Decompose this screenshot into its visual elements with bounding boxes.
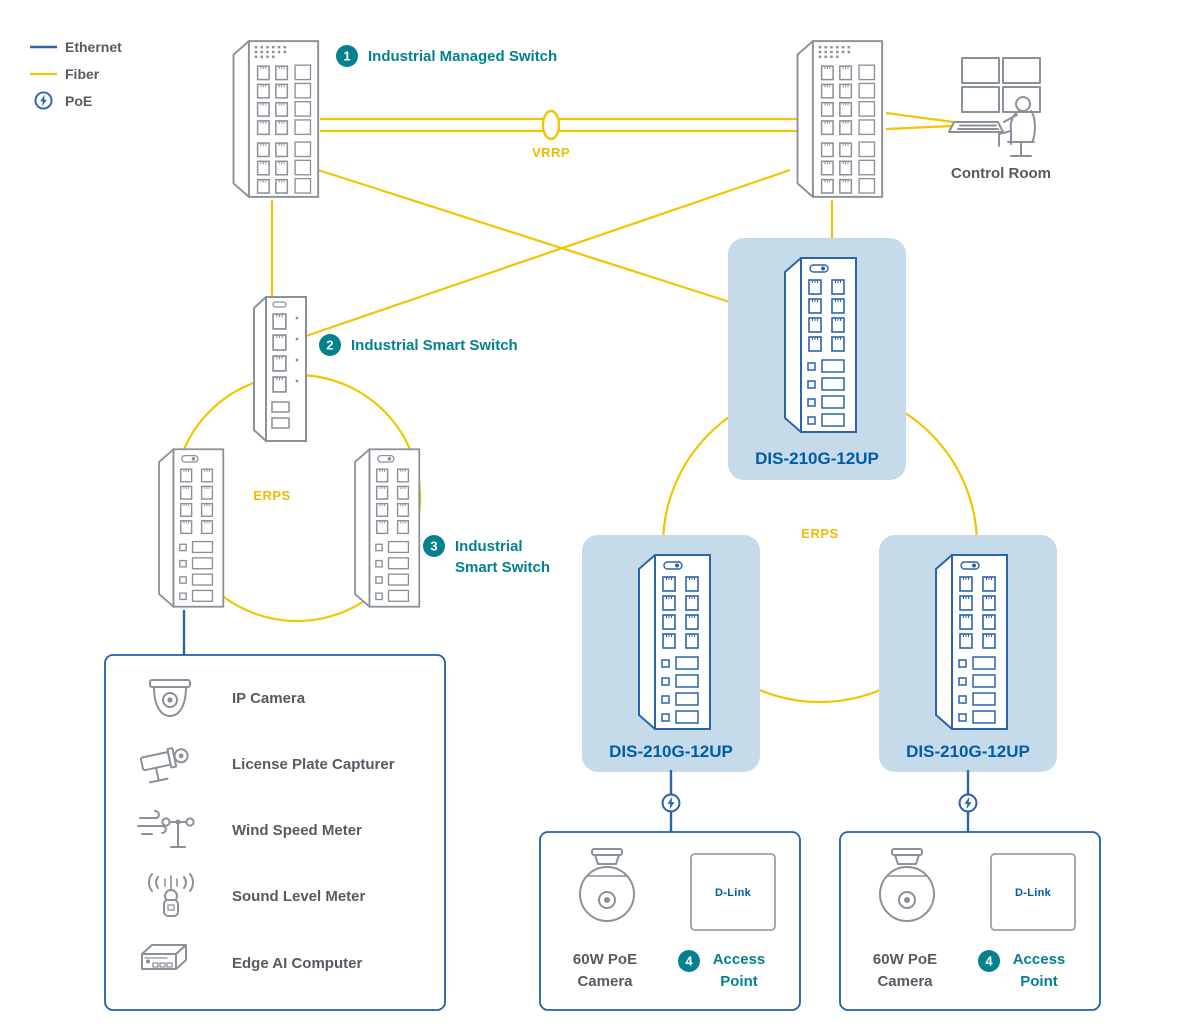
sound-level-meter-icon bbox=[148, 873, 194, 917]
access-point-icon bbox=[690, 853, 776, 931]
access-point-label-line1: Access bbox=[713, 951, 766, 968]
access-point-icon bbox=[990, 853, 1076, 931]
callout-number-4: 4 bbox=[685, 954, 693, 969]
erps-right-label: ERPS bbox=[801, 526, 838, 541]
poe-camera-label-line2: Camera bbox=[577, 973, 633, 990]
wind-speed-meter-icon bbox=[137, 810, 195, 848]
poe-icon-left-link bbox=[661, 793, 681, 813]
poe-icon-right-link bbox=[958, 793, 978, 813]
monitor-icon bbox=[961, 57, 1000, 84]
smart-switch-2-label-line1: Industrial bbox=[455, 538, 523, 555]
poe-icon bbox=[34, 91, 53, 110]
poe-camera-label-line1: 60W PoE bbox=[573, 951, 637, 968]
dis-switch-bottom-left-label: DIS-210G-12UP bbox=[609, 742, 733, 761]
legend-poe-label: PoE bbox=[65, 93, 92, 109]
poe-camera-label-line2: Camera bbox=[877, 973, 933, 990]
operator-icon bbox=[998, 96, 1036, 157]
legend-fiber-label: Fiber bbox=[65, 66, 100, 82]
keyboard-keys bbox=[957, 124, 999, 130]
legend: Ethernet Fiber PoE bbox=[30, 39, 122, 110]
device-panel bbox=[104, 654, 446, 1011]
smart-switch-label: Industrial Smart Switch bbox=[351, 337, 518, 354]
poe-camera-label-line1: 60W PoE bbox=[873, 951, 937, 968]
keyboard-icon bbox=[948, 121, 1004, 133]
edge-ai-computer-icon bbox=[141, 944, 187, 970]
access-point-brand: D-Link bbox=[715, 887, 752, 899]
fiber-link-cross-1 bbox=[317, 168, 737, 306]
vrrp-label: VRRP bbox=[532, 145, 570, 160]
monitor-icon bbox=[961, 86, 1000, 113]
industrial-smart-switch-left bbox=[159, 449, 223, 606]
device-label-edge-ai-computer: Edge AI Computer bbox=[232, 955, 362, 972]
access-point-label-line1: Access bbox=[1013, 951, 1066, 968]
industrial-managed-switch-right bbox=[798, 41, 883, 197]
industrial-managed-switch-left bbox=[234, 41, 319, 197]
dis-switch-bottom-left bbox=[639, 555, 710, 729]
callout-number-2: 2 bbox=[326, 338, 333, 353]
smart-switch-2-label-line2: Smart Switch bbox=[455, 559, 550, 576]
dis-switch-top-label: DIS-210G-12UP bbox=[755, 449, 879, 468]
managed-switch-label: Industrial Managed Switch bbox=[368, 48, 557, 65]
callout-badge-2 bbox=[319, 334, 341, 356]
device-label-license-plate-capturer: License Plate Capturer bbox=[232, 756, 395, 773]
fiber-link-cross-2 bbox=[305, 168, 791, 338]
fiber-links bbox=[270, 111, 954, 338]
callout-number-4: 4 bbox=[985, 954, 993, 969]
callout-badge-3 bbox=[423, 535, 445, 557]
device-label-ip-camera: IP Camera bbox=[232, 690, 306, 707]
dis-switch-bottom-right bbox=[936, 555, 1007, 729]
industrial-smart-switch-top bbox=[254, 297, 306, 441]
device-label-wind-speed-meter: Wind Speed Meter bbox=[232, 822, 362, 839]
callout-number-1: 1 bbox=[343, 49, 350, 64]
access-point-label-line2: Point bbox=[720, 973, 758, 990]
callout-badge-4 bbox=[678, 950, 700, 972]
device-label-sound-level-meter: Sound Level Meter bbox=[232, 888, 366, 905]
callout-badge-4 bbox=[978, 950, 1000, 972]
control-room-label: Control Room bbox=[951, 165, 1051, 182]
control-room-icon bbox=[948, 57, 1041, 157]
erps-left-label: ERPS bbox=[253, 488, 290, 503]
access-point-label-line2: Point bbox=[1020, 973, 1058, 990]
ip-camera-icon bbox=[149, 679, 191, 717]
vrrp-loop-icon bbox=[541, 109, 561, 141]
legend-ethernet-label: Ethernet bbox=[65, 39, 122, 55]
industrial-smart-switch-right bbox=[355, 449, 419, 606]
access-point-brand: D-Link bbox=[1015, 887, 1052, 899]
dis-switch-top bbox=[785, 258, 856, 432]
callout-badge-1 bbox=[336, 45, 358, 67]
monitor-icon bbox=[1002, 57, 1041, 84]
fiber-link-control-room-2 bbox=[885, 124, 954, 131]
callout-number-3: 3 bbox=[430, 539, 437, 554]
fiber-link-control-room-1 bbox=[885, 111, 954, 124]
license-plate-capturer-icon bbox=[139, 747, 189, 784]
dis-switch-bottom-right-label: DIS-210G-12UP bbox=[906, 742, 1030, 761]
